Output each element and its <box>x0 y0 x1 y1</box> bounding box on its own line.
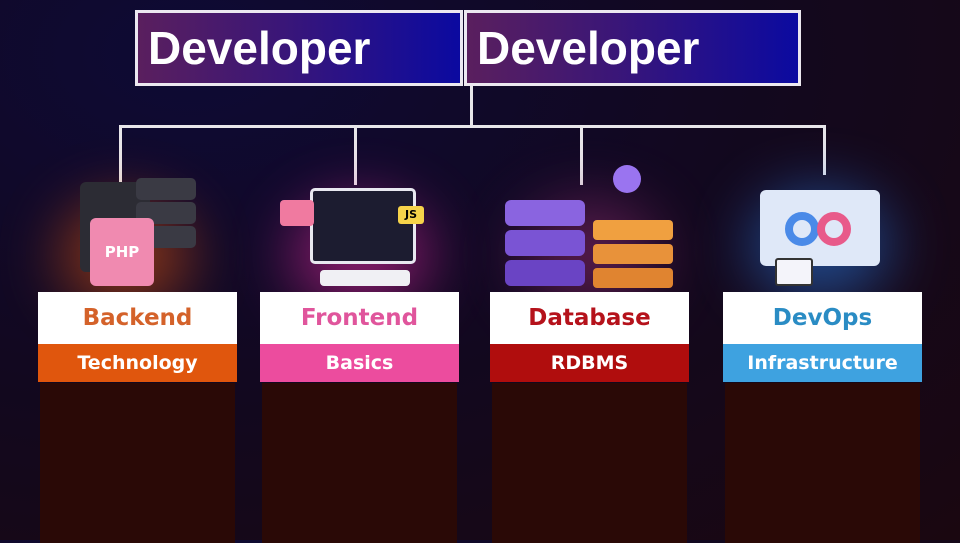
title-box-1: Developer <box>135 10 463 86</box>
card-title: DevOps <box>723 292 922 344</box>
card-subtitle: Infrastructure <box>723 344 922 382</box>
card-title: Database <box>490 292 689 344</box>
card-subtitle: Technology <box>38 344 237 382</box>
code-editor-icon: JS <box>280 160 424 290</box>
php-server-icon: PHP <box>72 160 202 290</box>
card-subtitle: RDBMS <box>490 344 689 382</box>
card-database: Database RDBMS <box>490 292 689 543</box>
connector-database <box>580 125 583 185</box>
card-devops: DevOps Infrastructure <box>723 292 922 543</box>
devops-infinity-icon <box>755 160 885 290</box>
card-body <box>492 383 687 543</box>
connector-horizontal <box>119 125 825 128</box>
card-frontend: Frontend Basics <box>260 292 459 543</box>
card-backend: Backend Technology <box>38 292 237 543</box>
card-body <box>262 383 457 543</box>
database-icon <box>505 160 673 290</box>
card-body <box>40 383 235 543</box>
connector-devops <box>823 125 826 175</box>
connector-stem <box>470 86 473 126</box>
connector-frontend <box>354 125 357 185</box>
title-box-2: Developer <box>464 10 801 86</box>
card-title: Backend <box>38 292 237 344</box>
card-body <box>725 383 920 543</box>
connector-backend <box>119 125 122 185</box>
card-subtitle: Basics <box>260 344 459 382</box>
card-title: Frontend <box>260 292 459 344</box>
